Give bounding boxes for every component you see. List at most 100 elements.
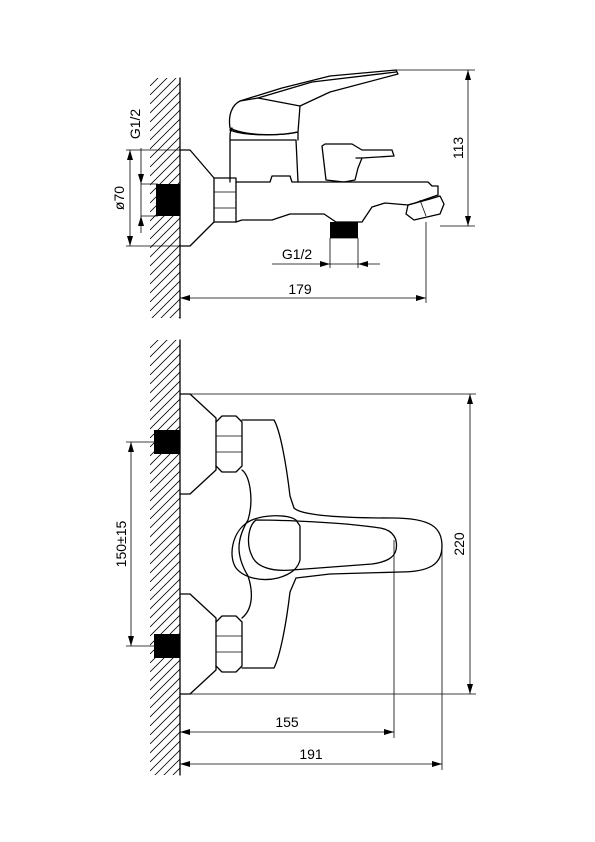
- hatch-line: [151, 289, 180, 318]
- dim-inlet-thread-label: G1/2: [127, 109, 143, 140]
- spout-side: [405, 195, 445, 221]
- hatch-line: [150, 560, 180, 592]
- dim-flange-diameter-label: ø70: [111, 186, 127, 210]
- hatch-line: [150, 596, 180, 628]
- hatch-line: [150, 118, 180, 150]
- hatch-line: [150, 78, 168, 96]
- hatch-line: [150, 380, 180, 412]
- hatch-line: [150, 695, 180, 727]
- wall-hatch-bottom: [150, 339, 181, 842]
- hatch-line: [150, 78, 159, 87]
- hatch-line: [150, 605, 180, 637]
- dim-handle-reach-label: 155: [275, 714, 299, 730]
- flange-top-upper: [179, 393, 217, 495]
- hatch-line: [154, 749, 180, 775]
- dim-center-distance-label: 150±15: [113, 520, 129, 567]
- hatch-line: [150, 340, 177, 367]
- hatch-line: [150, 677, 180, 709]
- hatch-line: [150, 154, 180, 186]
- flange-side: [179, 149, 215, 247]
- hatch-line: [150, 704, 180, 736]
- hatch-line: [150, 262, 180, 294]
- hatch-line: [150, 47, 180, 77]
- dim-depth-179: 179: [180, 222, 427, 303]
- hatch-line: [150, 659, 180, 691]
- hatch-line: [150, 235, 180, 267]
- hatch-line: [172, 767, 180, 775]
- dim-depth-label: 179: [288, 281, 312, 297]
- hatch-line: [150, 362, 180, 394]
- hatch-line: [150, 524, 180, 556]
- connector-nut-top-lower: [215, 615, 243, 673]
- hatch-line: [150, 587, 180, 619]
- hatch-line: [150, 91, 180, 123]
- dim-center-distance: 150±15: [113, 441, 156, 647]
- hatch-line: [150, 452, 180, 484]
- hatch-line: [150, 353, 180, 385]
- inlet-thread-side: [156, 184, 180, 216]
- hatch-line: [150, 38, 180, 68]
- dim-flange-diameter: ø70: [111, 149, 190, 247]
- dim-total-depth-label: 191: [299, 746, 323, 762]
- hatch-line: [150, 340, 168, 358]
- dim-handle-reach-155: 155: [180, 540, 395, 738]
- hatch-line: [150, 479, 180, 511]
- hatch-line: [150, 569, 180, 601]
- hatch-line: [150, 722, 180, 754]
- hatch-line: [150, 163, 180, 195]
- hatch-line: [150, 398, 180, 430]
- dim-height-label: 113: [450, 137, 466, 160]
- connector-nut-side: [213, 177, 237, 223]
- hatch-line: [150, 786, 180, 816]
- hatch-line: [150, 136, 180, 168]
- hatch-line: [150, 109, 180, 141]
- hatch-line: [150, 461, 180, 493]
- side-view: 113 G1/2 ø70 G1/2: [111, 38, 475, 319]
- hatch-line: [150, 340, 159, 349]
- dim-width-220: 220: [190, 393, 476, 695]
- hatch-line: [150, 731, 180, 763]
- hatch-line: [150, 533, 180, 565]
- hatch-line: [150, 100, 180, 132]
- dim-height-113: 113: [396, 69, 475, 227]
- hatch-line: [150, 713, 180, 745]
- inlet-thread-top-lower: [154, 634, 180, 658]
- dim-inlet-thread: G1/2: [127, 109, 158, 233]
- hatch-line: [150, 740, 180, 772]
- hatch-line: [150, 78, 177, 105]
- dim-outlet-thread-label: G1/2: [282, 246, 313, 262]
- hatch-line: [150, 371, 180, 403]
- lever-handle-top: [247, 519, 398, 572]
- hatch-line: [150, 253, 180, 285]
- hatch-line: [150, 542, 180, 574]
- hatch-line: [150, 686, 180, 718]
- mixer-body-top: [238, 419, 443, 669]
- connector-nut-top-upper: [215, 415, 243, 473]
- dim-total-depth-191: 191: [180, 546, 443, 770]
- hatch-line: [150, 389, 180, 421]
- hatch-line: [150, 551, 180, 583]
- hatch-line: [163, 758, 180, 775]
- hatch-line: [150, 226, 180, 258]
- hatch-line: [150, 145, 180, 177]
- hatch-line: [150, 488, 180, 520]
- hatch-line: [150, 470, 180, 502]
- cartridge-housing-side: [229, 129, 299, 183]
- hatch-line: [150, 127, 180, 159]
- inlet-thread-top-upper: [154, 430, 180, 454]
- dim-width-label: 220: [451, 532, 467, 556]
- hatch-line: [150, 217, 180, 249]
- hatch-line: [150, 668, 180, 700]
- hatch-line: [150, 344, 180, 376]
- lever-handle-side: [228, 69, 399, 136]
- hatch-line: [160, 298, 180, 318]
- hatch-line: [150, 82, 180, 114]
- top-view: 220 150±15 155 191: [113, 339, 476, 842]
- diverter-knob-side: [321, 143, 395, 183]
- hatch-line: [150, 515, 180, 547]
- hatch-line: [150, 244, 180, 276]
- hatch-line: [150, 804, 180, 834]
- hatch-line: [150, 271, 180, 303]
- hatch-line: [150, 813, 180, 842]
